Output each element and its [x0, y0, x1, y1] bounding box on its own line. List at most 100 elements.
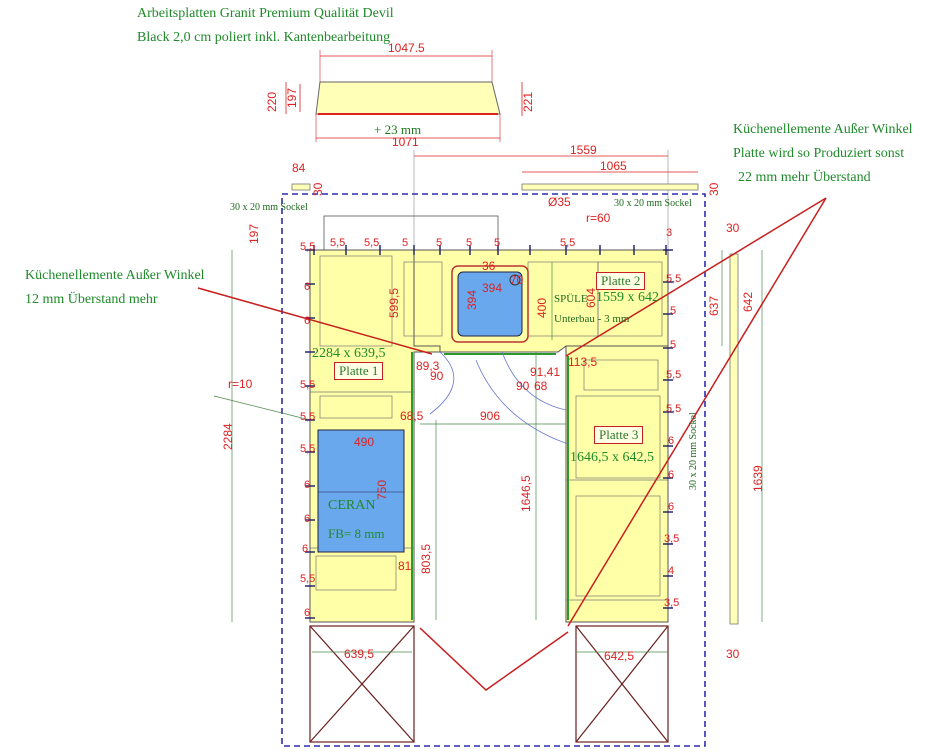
edge-label: 5 [670, 339, 676, 351]
edge-label: 5 [402, 237, 408, 249]
title-line-2: Black 2,0 cm poliert inkl. Kantenbearbei… [137, 30, 391, 45]
note-left-2: 12 mm Überstand mehr [25, 292, 158, 307]
dim-221: 221 [521, 92, 535, 112]
edge-label: 5,5 [666, 273, 681, 285]
dim-84: 84 [292, 161, 306, 175]
tap-hole-dim: Ø35 [548, 195, 571, 209]
sink-depth: 400 [535, 298, 549, 318]
dim-90-a: 90 [430, 369, 444, 383]
ceran-radius: r=10 [228, 377, 253, 391]
edge-label: 5,5 [300, 241, 315, 253]
dim-30-b: 30 [707, 182, 721, 196]
dim-6395: 639,5 [344, 647, 374, 661]
dim-81: 81 [398, 559, 412, 573]
plate-3-shape [565, 345, 669, 623]
tap-hole [509, 274, 521, 286]
edge-label: 4 [668, 565, 674, 577]
dim-8035: 803,5 [419, 544, 433, 574]
edge-label: 6 [304, 281, 310, 293]
plus-label: + 23 mm [374, 122, 421, 137]
dim-1639: 1639 [751, 465, 765, 492]
edge-label: 5,5 [300, 411, 315, 423]
sockel-left: 30 x 20 mm Sockel [230, 202, 308, 213]
dim-906: 906 [480, 409, 500, 423]
dimension-texts: 1047.5 1071 220 197 221 1559 1065 84 30 … [221, 41, 765, 663]
note-right-1: Küchenellemente Außer Winkel [733, 122, 913, 137]
sink-width: 394 [482, 281, 502, 295]
edge-label: 6 [668, 469, 674, 481]
edge-label: 5,5 [300, 443, 315, 455]
plus-23mm: + 23 mm [374, 122, 421, 137]
dim-2284: 2284 [221, 423, 235, 450]
ceran-width: 490 [354, 435, 374, 449]
edge-offset-labels: 5,5 5,5 5,5 5 5 5 5 5,5 3 6 6 5,5 5,5 5,… [300, 227, 681, 619]
dim-637: 637 [707, 296, 721, 316]
edge-label: 5 [436, 237, 442, 249]
edge-label: 3,5 [664, 533, 679, 545]
plate-2-dims: 1559 x 642 [596, 290, 659, 305]
edge-label: 6 [304, 315, 310, 327]
edge-label: 5,5 [300, 379, 315, 391]
sink-sub: Unterbau - 3 mm [554, 313, 630, 325]
annotation-arrows [197, 197, 827, 691]
edge-label: 6 [304, 479, 310, 491]
plate-1-dims: 2284 x 639,5 [312, 346, 386, 361]
dim-70: 70 [510, 273, 524, 287]
right-section-strip [729, 253, 739, 625]
note-right-2: Platte wird so Produziert sonst [733, 146, 905, 161]
dim-197: 197 [247, 224, 261, 244]
base-box-right [575, 625, 669, 743]
edge-label: 6 [668, 435, 674, 447]
edge-label: 5,5 [560, 237, 575, 249]
edge-label: 5 [466, 237, 472, 249]
base-box-left [309, 625, 415, 743]
edge-label: 5,5 [300, 573, 315, 585]
plate-3-dims: 1646,5 x 642,5 [570, 450, 654, 465]
dim-1065: 1065 [600, 159, 627, 173]
dim-220: 220 [265, 92, 279, 112]
dim-1559: 1559 [570, 143, 597, 157]
dim-599: 599,5 [387, 288, 401, 318]
edge-label: 5,5 [666, 403, 681, 415]
dim-893: 89,3 [416, 359, 440, 373]
outline-dashed [281, 193, 706, 747]
edge-label: 6 [302, 543, 308, 555]
sink-height: 394 [465, 290, 479, 310]
dim-68: 68 [534, 379, 548, 393]
dim-16465: 1646,5 [519, 475, 533, 512]
sink-label: SPÜLE [554, 293, 588, 305]
edge-label: 6 [304, 513, 310, 525]
dim-30-d: 30 [726, 647, 740, 661]
dim-36: 36 [482, 259, 496, 273]
dim-685: 68,5 [400, 409, 424, 423]
dim-1047: 1047.5 [388, 41, 425, 55]
sink-radius: r=60 [586, 211, 611, 225]
left-upstand [291, 183, 311, 191]
top-strip [285, 50, 523, 142]
dim-6425: 642,5 [604, 649, 634, 663]
edge-label: 5 [494, 237, 500, 249]
dim-197-top: 197 [285, 88, 299, 108]
dim-1135: 113,5 [568, 355, 597, 369]
sink-outer [451, 265, 529, 343]
dim-30-c: 30 [726, 221, 740, 235]
plate-2-label: Platte 2 [596, 272, 646, 290]
note-left-1: Küchenellemente Außer Winkel [25, 268, 205, 283]
sockel-vertical: 30 x 20 mm Sockel [688, 412, 699, 490]
title-line-1: Arbeitsplatten Granit Premium Qualität D… [137, 6, 394, 21]
sink-bowl [457, 271, 523, 337]
sockel-right: 30 x 20 mm Sockel [614, 198, 692, 209]
dim-1071: 1071 [392, 135, 419, 149]
edge-label: 5,5 [666, 369, 681, 381]
green-labels: 30 x 20 mm Sockel 30 x 20 mm Sockel 30 x… [230, 198, 699, 490]
edge-label: 3 [666, 227, 672, 239]
dim-9141: 91,41 [530, 365, 560, 379]
edge-label: 5,5 [364, 237, 379, 249]
plate-1-label: Platte 1 [334, 362, 384, 380]
ceran-fb: FB= 8 mm [328, 526, 385, 541]
dim-30-a: 30 [311, 182, 325, 196]
dim-90-b: 90 [516, 379, 530, 393]
ceran-height: 750 [375, 480, 389, 500]
